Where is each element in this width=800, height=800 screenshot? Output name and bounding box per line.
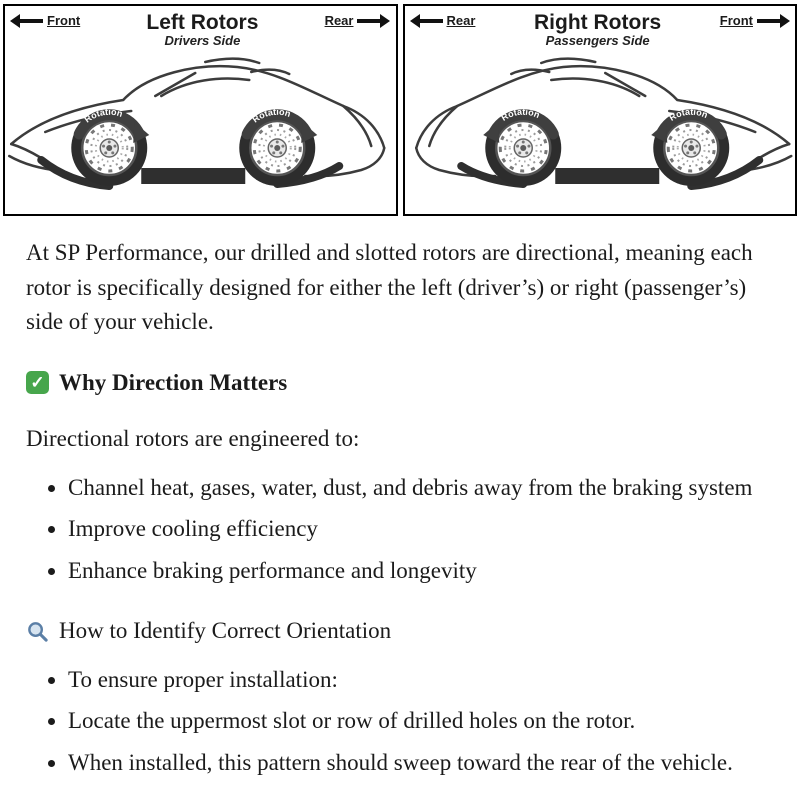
list-item: Enhance braking performance and longevit… xyxy=(68,554,774,589)
panel-title: Right Rotors xyxy=(534,11,662,34)
list-item: Locate the uppermost slot or row of dril… xyxy=(68,704,774,739)
arrow-left-icon xyxy=(10,13,43,28)
check-glyph: ✓ xyxy=(30,373,45,392)
direction-text: Front xyxy=(719,13,753,28)
direction-text: Front xyxy=(47,13,81,28)
benefits-list: Channel heat, gases, water, dust, and de… xyxy=(46,471,774,589)
arrow-right-icon xyxy=(357,13,391,28)
front-direction-label: Front xyxy=(719,13,790,28)
right-rotors-panel: Rear Right Rotors Passengers Side Front … xyxy=(402,4,797,216)
rear-direction-label: Rear xyxy=(409,13,476,28)
panel-subtitle: Passengers Side xyxy=(545,33,650,49)
section-title: How to Identify Correct Orientation xyxy=(59,618,392,643)
direction-text: Rear xyxy=(324,13,354,28)
rotor-direction-diagram: Front Left Rotors Drivers Side Rear xyxy=(0,0,800,216)
left-rotors-panel: Front Left Rotors Drivers Side Rear xyxy=(3,4,398,216)
orientation-list: To ensure proper installation: Locate th… xyxy=(46,663,774,781)
section-identify-orientation: How to Identify Correct Orientation xyxy=(26,614,774,649)
rear-direction-label: Rear xyxy=(324,13,391,28)
right-car-illustration: Rotation Rotation xyxy=(405,48,796,206)
arrow-left-icon xyxy=(409,13,443,28)
right-panel-header: Rear Right Rotors Passengers Side Front xyxy=(405,6,796,48)
panel-subtitle: Drivers Side xyxy=(164,33,241,49)
article-body: At SP Performance, our drilled and slott… xyxy=(0,216,800,780)
list-item: Improve cooling efficiency xyxy=(68,512,774,547)
section-why-direction-matters: ✓ Why Direction Matters xyxy=(26,366,774,401)
arrow-right-icon xyxy=(756,13,790,28)
list-item: Channel heat, gases, water, dust, and de… xyxy=(68,471,774,506)
panel-title: Left Rotors xyxy=(146,11,259,34)
intro-paragraph: At SP Performance, our drilled and slott… xyxy=(26,240,753,334)
front-direction-label: Front xyxy=(10,13,81,28)
left-car-illustration: Rotation Rotation xyxy=(5,48,396,206)
list-item: To ensure proper installation: xyxy=(68,663,774,698)
engineered-to-lead: Directional rotors are engineered to: xyxy=(26,426,360,451)
direction-text: Rear xyxy=(446,13,476,28)
magnifier-icon xyxy=(28,621,48,642)
check-icon: ✓ xyxy=(26,371,49,395)
list-item: When installed, this pattern should swee… xyxy=(68,746,774,781)
left-panel-header: Front Left Rotors Drivers Side Rear xyxy=(5,6,396,48)
section-title: Why Direction Matters xyxy=(59,369,288,395)
